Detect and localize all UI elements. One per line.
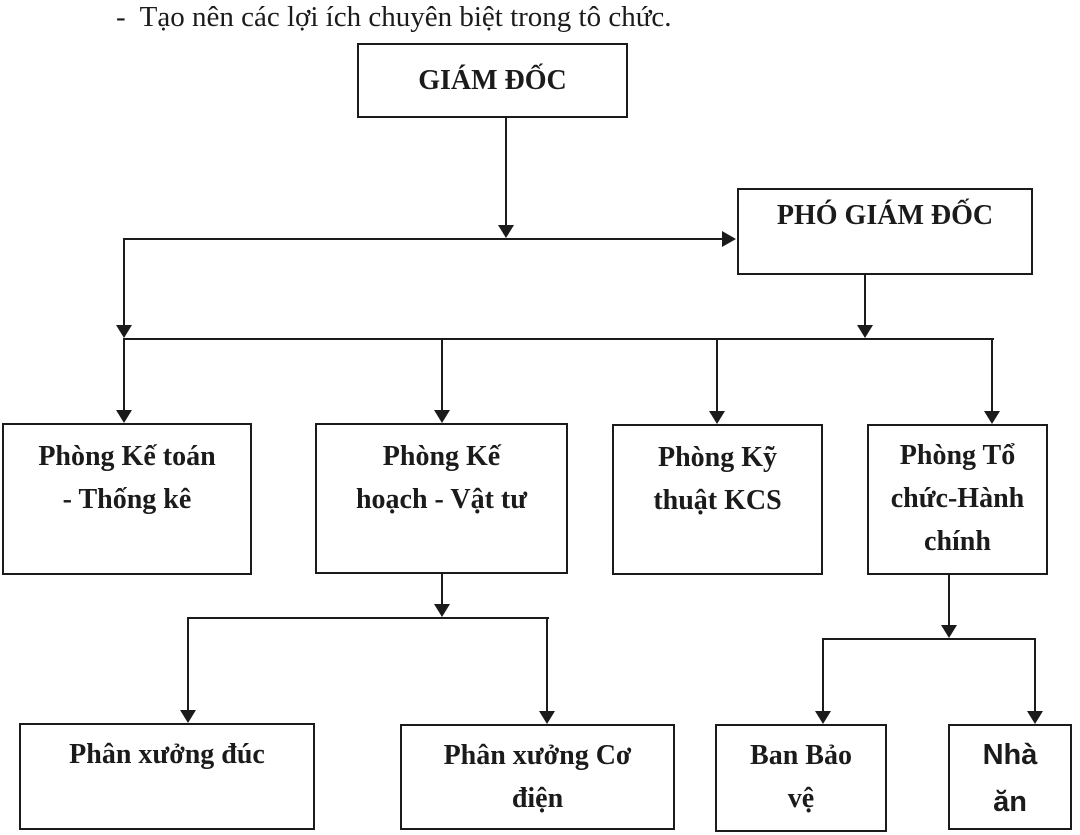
arrowhead-drop-phan-xuong-duc-icon [180,710,196,723]
connector-drop-to-chuc [991,338,993,413]
connector-bus3-horizontal [187,617,549,619]
connector-drop-ke-toan [123,338,125,412]
node-phong-to-chuc-line1: Phòng Tổ [899,440,1016,471]
arrowhead-drop-ban-bao-ve-icon [815,711,831,724]
node-phong-to-chuc: Phòng Tổ chức-Hành chính [867,424,1048,575]
caption-text: - Tạo nên các lợi ích chuyên biệt trong … [116,1,672,33]
node-phong-to-chuc-line3: chính [924,526,991,557]
node-phong-ke-toan: Phòng Kế toán - Thống kê [2,423,252,575]
node-phong-ke-toan-line1: Phòng Kế toán [38,441,216,472]
node-giam-doc: GIÁM ĐỐC [357,43,628,118]
node-phong-ke-toan-line2: - Thống kê [62,484,192,515]
arrowhead-tochuc-down-icon [941,625,957,638]
arrowhead-drop-phan-xuong-co-dien-icon [539,711,555,724]
node-phan-xuong-co-dien-line2: điện [511,783,564,814]
node-phan-xuong-co-dien-line1: Phân xưởng Cơ [443,740,632,771]
arrowhead-giamdoc-down-icon [498,225,514,238]
connector-left-down [123,238,125,328]
arrowhead-pho-down-icon [857,325,873,338]
connector-drop-ban-bao-ve [822,638,824,713]
node-phong-to-chuc-line2: chức-Hành [890,483,1025,514]
connector-bus4-horizontal [822,638,1036,640]
connector-drop-ky-thuat [716,338,718,413]
arrowhead-drop-nha-an-icon [1027,711,1043,724]
connector-kehoach-down [441,573,443,607]
connector-pho-down [864,274,866,328]
node-phong-ky-thuat-line2: thuật KCS [653,485,782,516]
arrowhead-drop-ke-toan-icon [116,410,132,423]
node-pho-giam-doc-label: PHÓ GIÁM ĐỐC [776,200,994,231]
connector-drop-nha-an [1034,638,1036,713]
node-nha-an-line1: Nhà [982,739,1038,771]
node-phan-xuong-duc-label: Phân xưởng đúc [69,739,265,770]
node-phan-xuong-duc: Phân xưởng đúc [19,723,315,830]
node-phong-ke-hoach-line1: Phòng Kế [382,441,501,472]
node-ban-bao-ve-line1: Ban Bảo [750,740,852,771]
node-giam-doc-label: GIÁM ĐỐC [418,65,567,96]
node-phong-ky-thuat-line1: Phòng Kỹ [657,442,778,473]
node-phong-ke-hoach: Phòng Kế hoạch - Vật tư [315,423,568,574]
arrowhead-drop-ky-thuat-icon [709,411,725,424]
node-nha-an-line2: ăn [993,786,1027,818]
connector-bus1-horizontal [123,238,724,240]
connector-drop-phan-xuong-duc [187,617,189,712]
connector-drop-ke-hoach [441,338,443,412]
node-phong-ky-thuat: Phòng Kỹ thuật KCS [612,424,823,575]
arrowhead-into-pho-giam-doc-icon [722,231,736,247]
arrowhead-left-down-icon [116,325,132,338]
arrowhead-drop-to-chuc-icon [984,411,1000,424]
connector-giamdoc-down [505,118,507,228]
node-ban-bao-ve-line2: vệ [787,783,815,814]
node-nha-an: Nhà ăn [948,724,1072,830]
connector-drop-phan-xuong-co-dien [546,617,548,713]
node-phong-ke-hoach-line2: hoạch - Vật tư [355,484,528,515]
node-ban-bao-ve: Ban Bảo vệ [715,724,887,832]
node-phan-xuong-co-dien: Phân xưởng Cơ điện [400,724,675,830]
connector-bus2-horizontal [123,338,994,340]
arrowhead-kehoach-down-icon [434,604,450,617]
arrowhead-drop-ke-hoach-icon [434,410,450,423]
connector-tochuc-down [948,575,950,628]
node-pho-giam-doc: PHÓ GIÁM ĐỐC [737,188,1033,275]
